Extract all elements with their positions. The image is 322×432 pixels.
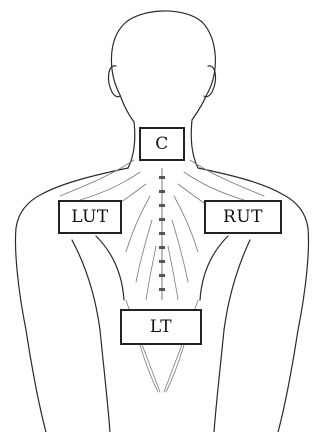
left-scapula	[96, 236, 124, 300]
label-lut: LUT	[58, 200, 122, 234]
label-lt: LT	[120, 309, 202, 345]
right-scapula	[200, 236, 228, 300]
torso-left	[72, 240, 110, 432]
neck-left	[128, 122, 135, 168]
right-arm	[278, 228, 309, 432]
left-arm	[15, 228, 46, 432]
neck-right	[191, 120, 198, 168]
torso-right	[214, 240, 250, 432]
trapezius-outline-right	[190, 160, 264, 196]
trapezius-outline-left	[60, 160, 134, 196]
label-c: C	[139, 127, 185, 161]
right-ear	[204, 66, 215, 97]
label-rut: RUT	[204, 200, 282, 234]
head-outline	[111, 11, 215, 120]
